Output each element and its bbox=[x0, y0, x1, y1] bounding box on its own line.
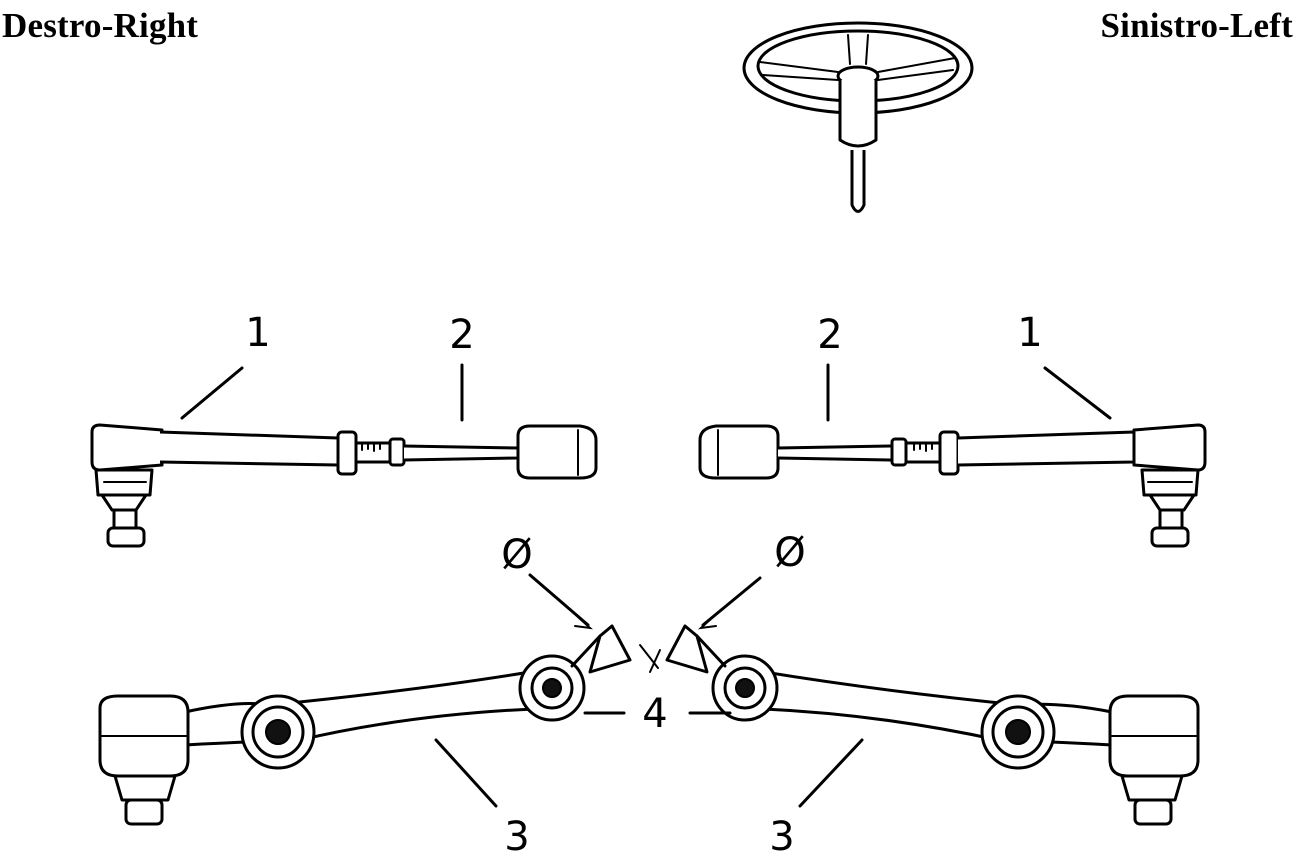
callout-3-right: 3 bbox=[504, 814, 529, 860]
callout-3-left: 3 bbox=[769, 814, 794, 860]
heading-right: Destro-Right bbox=[2, 6, 199, 45]
tie-rod-assembly-left bbox=[698, 423, 1207, 548]
tie-rod-right bbox=[403, 444, 520, 462]
diameter-symbol-left: Ø bbox=[774, 530, 805, 576]
callout-2-left: 2 bbox=[817, 312, 842, 358]
diameter-symbol-right: Ø bbox=[501, 532, 532, 578]
steering-wheel-icon bbox=[742, 21, 974, 213]
tie-rod-assembly-right bbox=[90, 423, 598, 548]
tie-rod-end-left bbox=[1132, 423, 1207, 548]
heading-left: Sinistro-Left bbox=[1100, 6, 1293, 45]
callout-2-right: 2 bbox=[449, 312, 474, 358]
control-arm-left bbox=[665, 624, 1200, 826]
callout-1-left: 1 bbox=[1017, 310, 1042, 356]
callout-1-right: 1 bbox=[245, 310, 270, 356]
control-arm-right bbox=[98, 624, 632, 826]
callout-4-bush: 4 bbox=[642, 691, 667, 737]
bush-right bbox=[518, 654, 586, 722]
tie-rod-left bbox=[777, 444, 894, 462]
tie-rod-end-right bbox=[90, 423, 164, 548]
bush-left bbox=[711, 654, 779, 722]
leader-lines bbox=[180, 363, 1112, 808]
